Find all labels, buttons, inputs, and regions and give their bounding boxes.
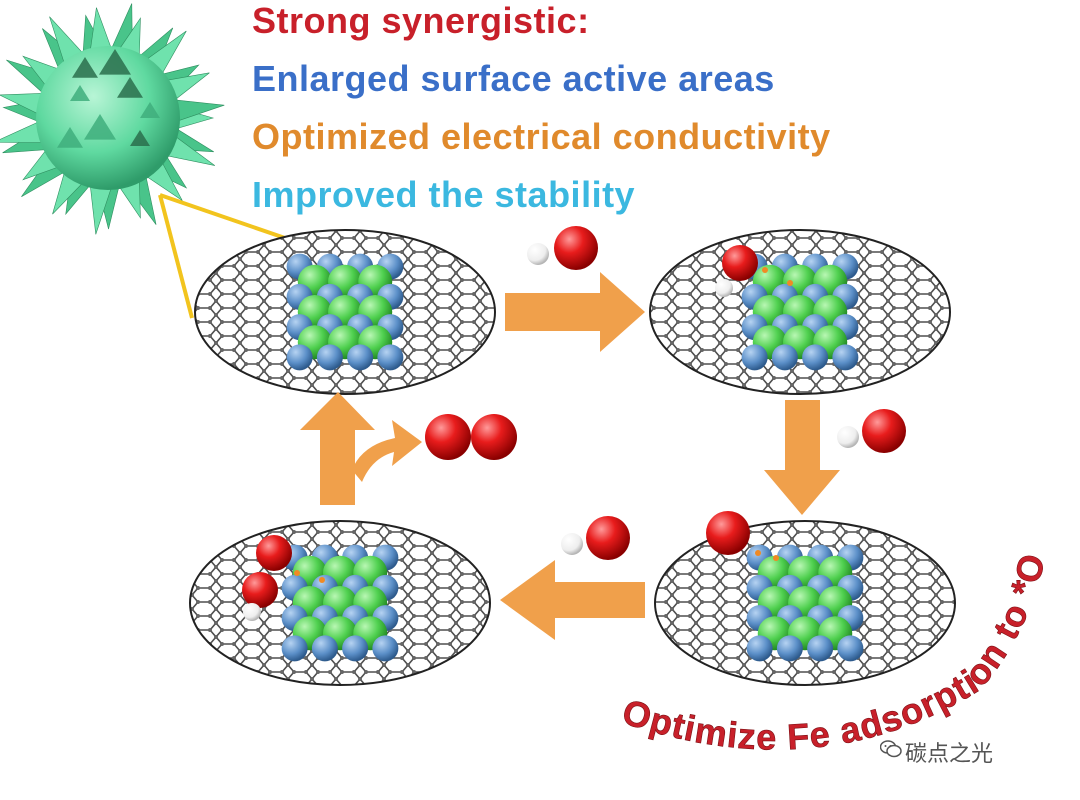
point-enlarged-surface: Enlarged surface active areas (252, 58, 775, 99)
oh-molecule-right (837, 409, 906, 453)
bond-dot (755, 550, 761, 556)
wechat-icon (880, 740, 902, 758)
bond-dot (773, 555, 779, 561)
catalyst-unit-2 (649, 229, 951, 395)
arrow-down-right (764, 400, 840, 515)
oxygen-atom (706, 511, 750, 555)
oh-molecule-bottom (561, 516, 630, 560)
point-optimized-conductivity: Optimized electrical conductivity (252, 116, 831, 157)
cluster (286, 253, 404, 371)
hydrogen-atom (715, 279, 733, 297)
oxygen-atom (256, 535, 292, 571)
oxygen-atom (722, 245, 758, 281)
bond-dot (762, 267, 768, 273)
point-improved-stability: Improved the stability (252, 174, 636, 215)
connector-lines (158, 193, 286, 319)
oh-molecule-top (527, 226, 598, 270)
arrow-left-bottom (500, 560, 645, 640)
cluster (741, 253, 859, 371)
spiky-sphere (0, 3, 225, 235)
arrow-up-left (300, 392, 422, 505)
bond-dot (319, 577, 325, 583)
bond-dot (294, 570, 300, 576)
bond-dot (787, 280, 793, 286)
oxygen-atom (242, 572, 278, 608)
cluster (746, 544, 864, 662)
hydrogen-atom (243, 603, 261, 621)
catalyst-unit-4 (654, 511, 956, 686)
arrow-right-top (505, 272, 645, 352)
o2-molecule (425, 414, 517, 460)
catalyst-unit-1 (194, 229, 496, 395)
watermark-text: 碳点之光 (905, 742, 994, 767)
cluster (281, 544, 399, 662)
title-strong-synergistic: Strong synergistic: (252, 0, 590, 41)
catalyst-unit-3 (189, 520, 491, 686)
